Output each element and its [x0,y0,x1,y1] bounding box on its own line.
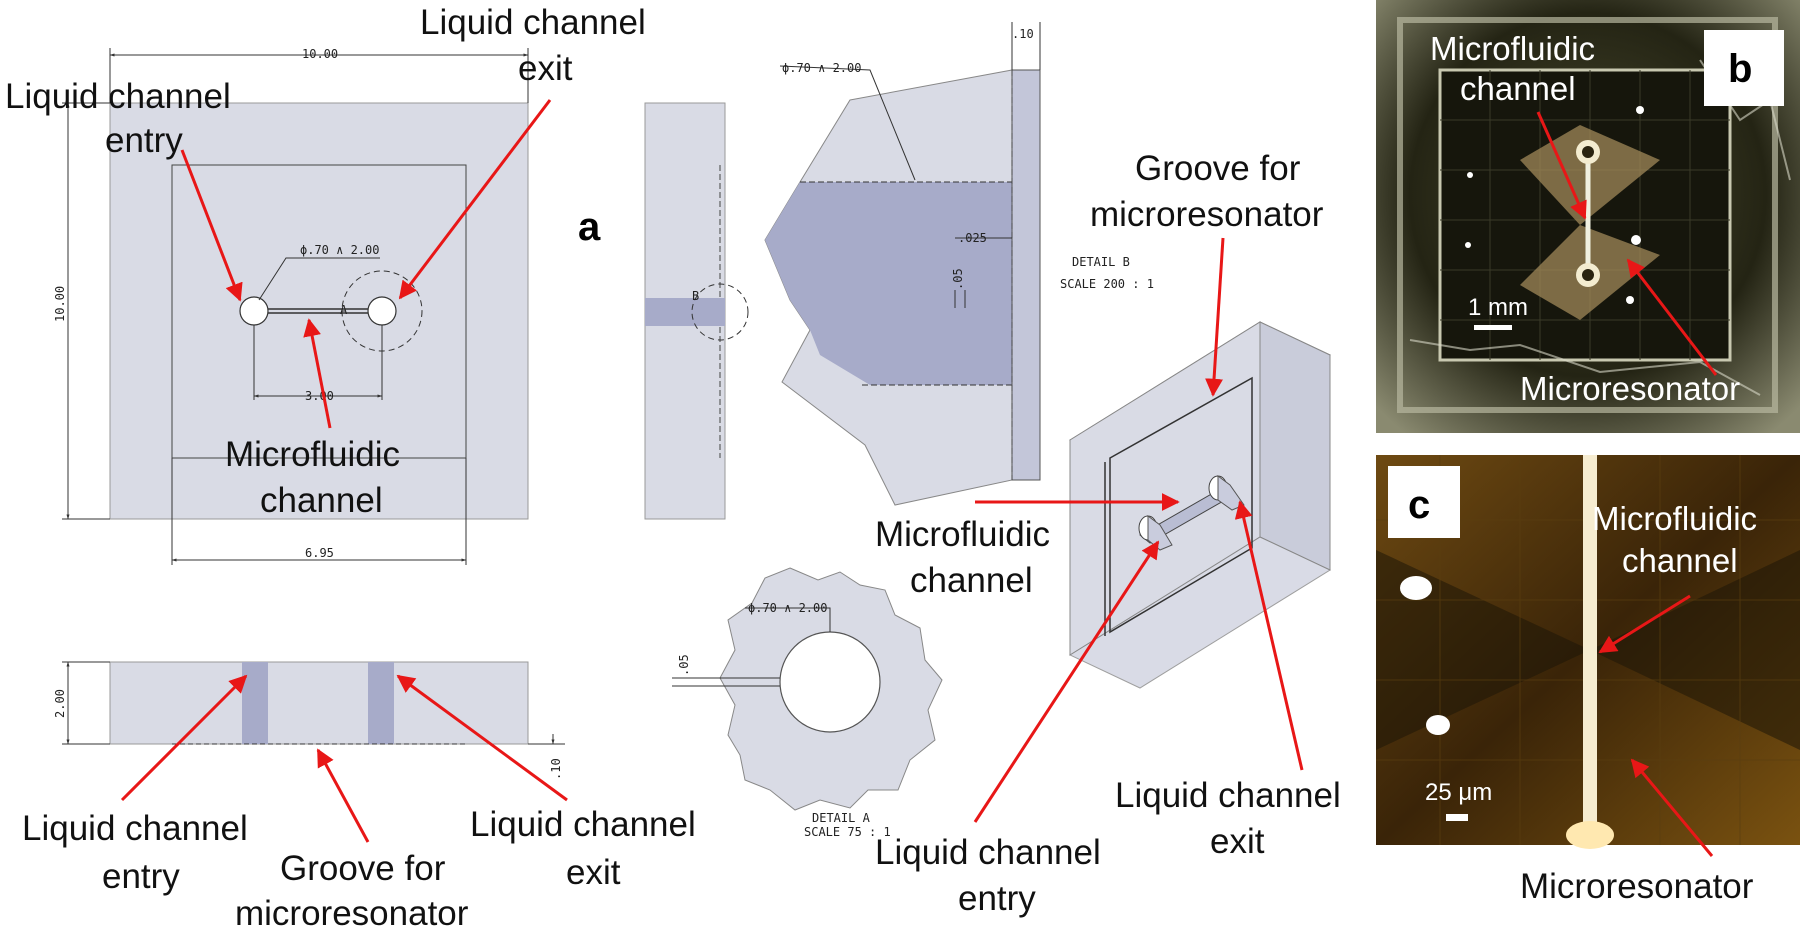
dim-height: 10.00 [53,286,67,322]
label-groove-iso-1: Groove for [1135,149,1301,188]
label-entry-top-1: Liquid channel [5,77,231,116]
detail-a-drawing: ϕ.70 ∧ 2.00 .05 DETAIL A SCALE 75 : 1 [672,567,943,839]
detail-b-dim-05: .05 [951,268,965,290]
label-entry-top-2: entry [105,121,183,160]
dim-groove: .10 [549,758,563,780]
marker-a: A [340,303,348,317]
detail-b-drawing: .10 ϕ.70 ∧ 2.00 .025 .05 DETAIL B SCALE … [764,22,1154,506]
label-micro-iso-2: channel [910,561,1033,600]
detail-a-title: DETAIL A [812,811,871,825]
detail-b-dim-hole: ϕ.70 ∧ 2.00 [782,61,861,75]
label-exit-iso-1: Liquid channel [1115,776,1341,815]
marker-b: B [692,289,699,303]
photo-b-scale: 1 mm [1468,294,1528,321]
label-exit-top-1: Liquid channel [420,3,646,42]
label-entry-iso-2: entry [958,879,1036,918]
detail-b-title: DETAIL B [1072,255,1130,269]
label-micro-top-1: Microfluidic [225,435,400,474]
photo-c: c 25 μm Microfluidic channel [1376,455,1800,857]
label-exit-iso-2: exit [1210,822,1265,861]
photo-c-channel-label-1: Microfluidic [1592,500,1757,537]
detail-a-scale: SCALE 75 : 1 [804,825,891,839]
label-entry-bot-2: entry [102,857,180,896]
label-entry-bot-1: Liquid channel [22,809,248,848]
dim-hole-top: ϕ.70 ∧ 2.00 [300,243,379,257]
label-entry-iso-1: Liquid channel [875,833,1101,872]
dim-inner: 6.95 [305,546,334,560]
photo-c-scale: 25 μm [1425,779,1492,806]
panel-label-b: b [1728,47,1752,91]
photo-c-microresonator-label: Microresonator [1520,867,1754,906]
label-groove-bot-1: Groove for [280,849,446,888]
side-view-drawing: B [644,102,749,520]
detail-b-dim-025: .025 [958,231,987,245]
label-micro-iso-1: Microfluidic [875,515,1050,554]
top-view-drawing: 10.00 10.00 6.95 A 3.00 ϕ.70 ∧ 2.00 [53,47,529,565]
label-exit-bot-1: Liquid channel [470,805,696,844]
photo-b: b 1 mm Microfluidic channel Microresonat… [1376,0,1800,433]
detail-b-scale: SCALE 200 : 1 [1060,277,1154,291]
dim-section-height: 2.00 [53,689,67,718]
panel-label-c: c [1408,483,1430,527]
detail-b-dim-top: .10 [1012,27,1034,41]
detail-a-dim-hole: ϕ.70 ∧ 2.00 [748,601,827,615]
detail-a-dim-05: .05 [677,654,691,676]
photo-b-microresonator-label: Microresonator [1520,370,1740,407]
photo-b-channel-label-2: channel [1460,70,1576,107]
label-exit-top-2: exit [518,49,573,88]
section-view-drawing: 2.00 .10 [53,661,565,780]
photo-c-channel-label-2: channel [1622,542,1738,579]
label-groove-iso-2: microresonator [1090,195,1324,234]
panel-label-a: a [578,205,601,249]
photo-b-channel-label-1: Microfluidic [1430,30,1595,67]
label-exit-bot-2: exit [566,853,621,892]
isometric-drawing [1068,321,1332,689]
label-groove-bot-2: microresonator [235,894,469,933]
label-micro-top-2: channel [260,481,383,520]
dim-width: 10.00 [302,47,338,61]
dim-spacing: 3.00 [305,389,334,403]
